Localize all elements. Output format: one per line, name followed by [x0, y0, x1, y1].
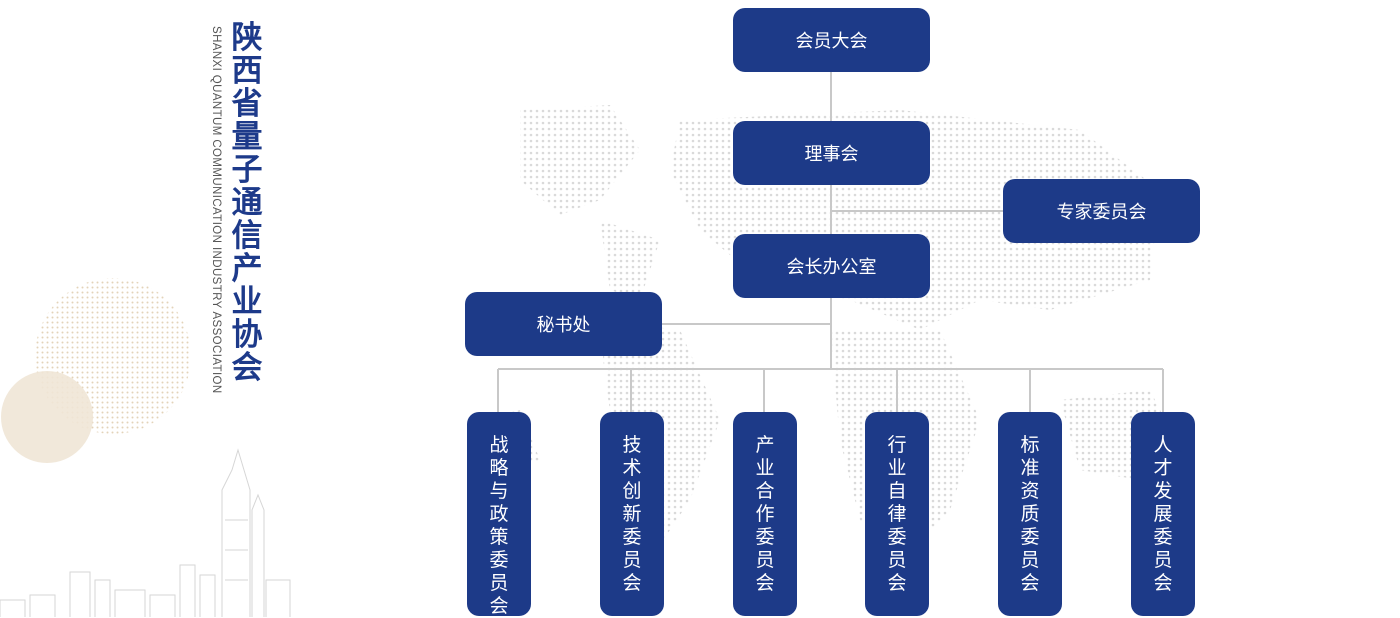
- box-council: 理事会: [733, 121, 930, 185]
- association-title: 陕西省量子通信产业协会: [231, 20, 263, 386]
- box-committee-self-regulation: 行业自律委员会: [865, 412, 929, 616]
- committee-label: 产业合作委员会: [755, 434, 775, 594]
- expert-committee-label: 专家委员会: [1056, 202, 1147, 223]
- decor-circle-small: [1, 371, 93, 463]
- box-committee-strategy: 战略与政策委员会: [467, 412, 531, 617]
- box-members-assembly: 会员大会: [733, 8, 930, 72]
- committee-label: 行业自律委员会: [887, 434, 907, 594]
- box-president-office: 会长办公室: [733, 234, 930, 298]
- committee-label: 技术创新委员会: [622, 434, 642, 594]
- box-committee-talent: 人才发展委员会: [1131, 412, 1195, 616]
- committee-label: 战略与政策委员会: [489, 434, 509, 617]
- city-skyline: [0, 448, 291, 617]
- committee-label: 人才发展委员会: [1153, 434, 1173, 594]
- box-committee-tech: 技术创新委员会: [600, 412, 664, 616]
- box-committee-standards: 标准资质委员会: [998, 412, 1062, 616]
- committee-label: 标准资质委员会: [1020, 434, 1040, 594]
- council-label: 理事会: [804, 144, 859, 165]
- secretariat-label: 秘书处: [536, 315, 591, 336]
- members-assembly-label: 会员大会: [795, 31, 868, 52]
- association-title-en: SHANXI QUANTUM COMMUNICATION INDUSTRY AS…: [210, 26, 222, 394]
- box-secretariat: 秘书处: [465, 292, 662, 356]
- box-committee-industry: 产业合作委员会: [733, 412, 797, 616]
- box-expert-committee: 专家委员会: [1003, 179, 1200, 243]
- president-office-label: 会长办公室: [786, 257, 877, 278]
